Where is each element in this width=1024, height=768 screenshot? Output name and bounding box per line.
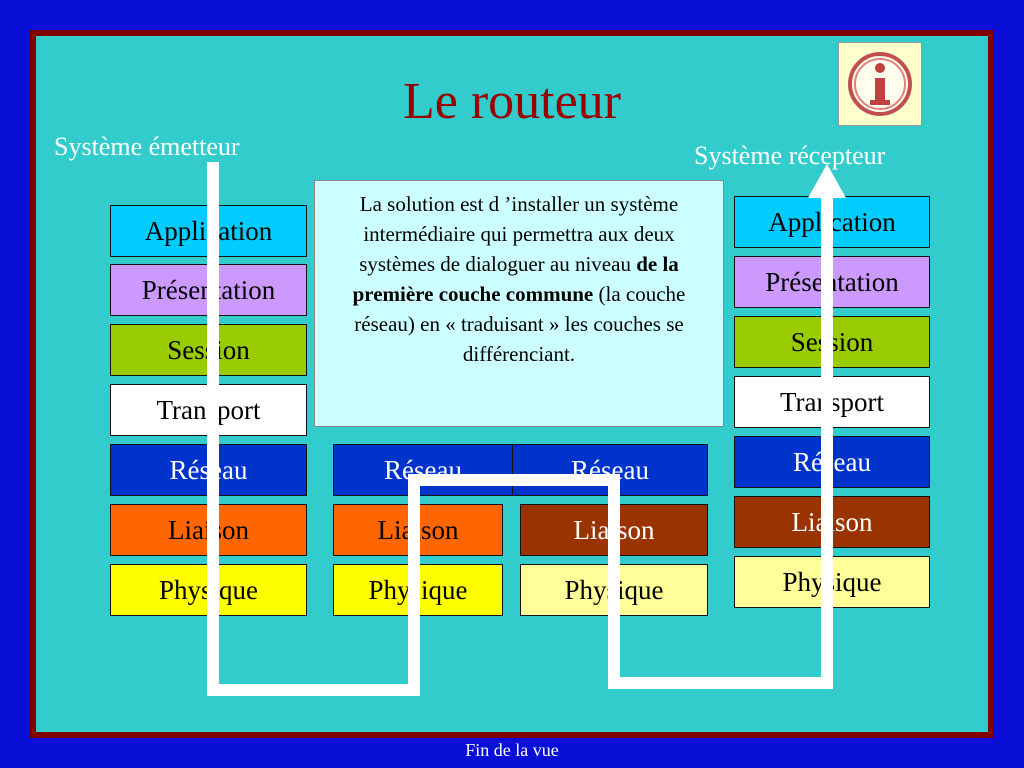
router-left-reseau: Réseau [333,444,513,496]
sender-layer-reseau: Réseau [110,444,307,496]
end-of-view-link[interactable]: Fin de la vue [465,740,559,760]
info-icon [848,52,912,116]
sender-layer-presentation: Présentation [110,264,307,316]
sender-caption: Système émetteur [54,132,240,161]
router-right-liaison: Liaison [520,504,708,556]
sender-layer-transport: Transport [110,384,307,436]
sender-layer-physique: Physique [110,564,307,616]
receiver-layer-transport: Transport [734,376,930,428]
explanation-note: La solution est d ’installer un système … [314,180,724,427]
router-right-physique: Physique [520,564,708,616]
info-button[interactable] [838,42,922,126]
receiver-layer-application: Application [734,196,930,248]
router-left-liaison: Liaison [333,504,503,556]
receiver-layer-presentation: Présentation [734,256,930,308]
note-text-1: La solution est d ’installer un système … [359,192,679,276]
receiver-layer-session: Session [734,316,930,368]
slide-title: Le routeur [402,73,621,130]
sender-layer-liaison: Liaison [110,504,307,556]
receiver-caption: Système récepteur [694,141,886,170]
router-right-reseau: Réseau [512,444,708,496]
receiver-layer-liaison: Liaison [734,496,930,548]
receiver-layer-reseau: Réseau [734,436,930,488]
sender-layer-application: Application [110,205,307,257]
router-left-physique: Physique [333,564,503,616]
sender-layer-session: Session [110,324,307,376]
receiver-layer-physique: Physique [734,556,930,608]
